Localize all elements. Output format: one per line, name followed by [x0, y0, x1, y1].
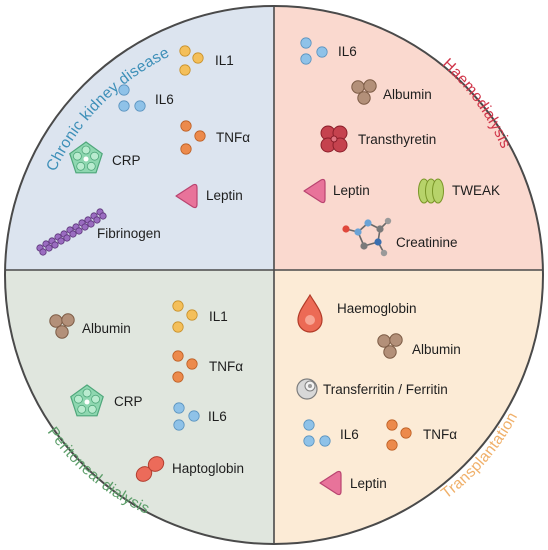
tx-albumin-label: Albumin: [412, 342, 461, 357]
cytokine-dots-icon: [179, 45, 204, 76]
cytokine-dots-icon: [303, 419, 331, 447]
hd-transthyretin: Transthyretin: [320, 125, 436, 153]
leptin-icon: [175, 183, 198, 209]
ckd-il6: IL6: [118, 84, 174, 112]
ckd-fibrinogen: Fibrinogen: [36, 208, 161, 256]
tx-tnfa: TNFα: [386, 419, 457, 451]
pd-crp: CRP: [70, 384, 143, 417]
tx-ferritin-label: Transferritin / Ferritin: [323, 382, 448, 397]
ckd-crp-label: CRP: [112, 153, 141, 168]
creatinine-molecule-icon: [342, 217, 392, 257]
ckd-leptin-label: Leptin: [206, 188, 243, 203]
cytokine-dots-icon: [118, 84, 146, 112]
crp-pentamer-icon: [70, 384, 104, 417]
hd-il6: IL6: [300, 37, 357, 65]
albumin-icon: [377, 333, 403, 359]
leptin-icon: [319, 470, 342, 496]
pd-tnfa-label: TNFα: [209, 359, 243, 374]
pd-albumin-label: Albumin: [82, 321, 131, 336]
pd-albumin: Albumin: [49, 313, 131, 339]
pd-il1: IL1: [172, 300, 228, 333]
tx-ferritin: Transferritin / Ferritin: [296, 378, 448, 400]
ckd-il6-label: IL6: [155, 92, 174, 107]
cytokine-dots-icon: [173, 402, 200, 431]
tx-leptin: Leptin: [319, 470, 387, 496]
hd-albumin-label: Albumin: [383, 87, 432, 102]
tx-il6: IL6: [303, 419, 359, 447]
tx-albumin: Albumin: [377, 333, 461, 359]
cytokine-dots-icon: [172, 300, 198, 333]
tx-tnfa-label: TNFα: [423, 427, 457, 442]
ckd-tnfa-label: TNFα: [216, 130, 250, 145]
hd-transthyretin-label: Transthyretin: [358, 132, 436, 147]
haemoglobin-drop-icon: [297, 293, 323, 333]
ckd-fibrinogen-label: Fibrinogen: [97, 226, 161, 241]
albumin-icon: [49, 313, 75, 339]
tx-leptin-label: Leptin: [350, 476, 387, 491]
hd-leptin-label: Leptin: [333, 183, 370, 198]
ckd-tnfa: TNFα: [180, 120, 250, 155]
haptoglobin-icon: [135, 456, 165, 482]
ckd-il1-label: IL1: [215, 53, 234, 68]
hd-il6-label: IL6: [338, 44, 357, 59]
cytokine-dots-icon: [180, 120, 206, 155]
hd-creatinine: Creatinine: [342, 217, 458, 257]
transthyretin-icon: [320, 125, 348, 153]
hd-albumin: Albumin: [351, 79, 432, 105]
tx-il6-label: IL6: [340, 427, 359, 442]
crp-pentamer-icon: [69, 141, 103, 174]
tx-haemoglobin: Haemoglobin: [297, 293, 417, 333]
hd-creatinine-label: Creatinine: [396, 235, 458, 250]
cytokine-dots-icon: [386, 419, 412, 451]
leptin-icon: [303, 178, 326, 204]
outer-circle: [4, 5, 544, 545]
hd-tweak: TWEAK: [418, 178, 500, 204]
ckd-il1: IL1: [179, 45, 234, 76]
tweak-icon: [418, 178, 444, 204]
pd-haptoglobin-label: Haptoglobin: [172, 461, 244, 476]
pd-haptoglobin: Haptoglobin: [135, 456, 244, 482]
pd-il6: IL6: [173, 402, 227, 431]
pd-tnfa: TNFα: [172, 350, 243, 383]
pd-il1-label: IL1: [209, 309, 228, 324]
ckd-leptin: Leptin: [175, 183, 243, 209]
tx-haemoglobin-label: Haemoglobin: [337, 301, 417, 316]
pd-crp-label: CRP: [114, 394, 143, 409]
hd-leptin: Leptin: [303, 178, 370, 204]
pd-il6-label: IL6: [208, 409, 227, 424]
fibrinogen-chain-icon: [36, 208, 107, 256]
cytokine-dots-icon: [300, 37, 328, 65]
hd-tweak-label: TWEAK: [452, 183, 500, 198]
ferritin-icon: [296, 378, 318, 400]
albumin-icon: [351, 79, 377, 105]
cytokine-dots-icon: [172, 350, 198, 383]
ckd-crp: CRP: [69, 141, 141, 174]
